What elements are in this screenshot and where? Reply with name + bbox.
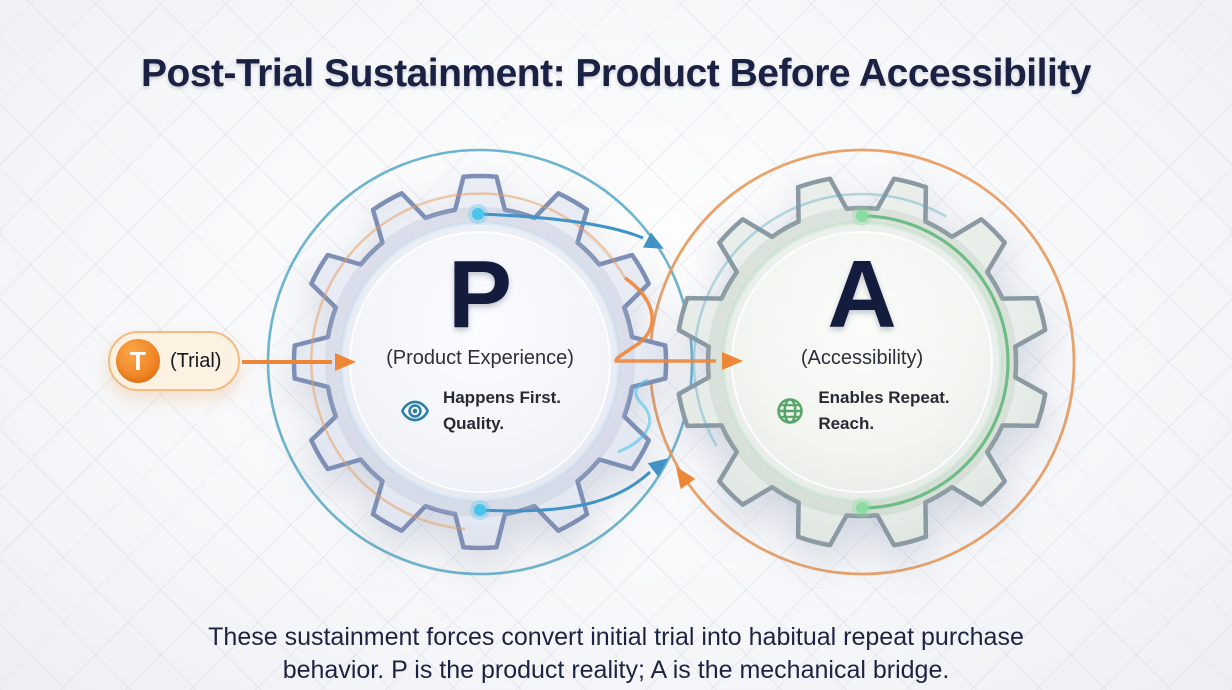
accessibility-inner-teal-arc [692, 192, 947, 447]
accessibility-bullet-line-2: Reach. [818, 414, 875, 434]
page-title: Post-Trial Sustainment: Product Before A… [141, 52, 1091, 95]
trial-arrowhead [335, 353, 356, 371]
product-bullet-line-1: Happens First. [442, 388, 562, 408]
product-blue-arc-bottom [479, 470, 652, 513]
product-bullet-text: Happens First. Quality. [443, 385, 561, 437]
product-bullets: Happens First. Quality. [330, 385, 630, 437]
accessibility-gear-content: A (Accessibility) Enables Repeat. Reach. [712, 241, 1012, 437]
product-gear [291, 173, 669, 551]
trial-badge: T (Trial) [108, 331, 240, 391]
green-dot-top [856, 210, 868, 222]
caption-line-1: These sustainment forces convert initial… [208, 623, 1024, 651]
accessibility-green-arc [861, 214, 1010, 510]
accessibility-name: (Accessibility) [800, 347, 924, 370]
accessibility-bullets: Enables Repeat. Reach. [712, 385, 1012, 437]
accessibility-bullet-text: Enables Repeat. Reach. [818, 385, 949, 437]
product-name: (Product Experience) [386, 347, 574, 370]
accessibility-letter: A [827, 241, 897, 348]
product-bullet-line-2: Quality. [442, 414, 505, 434]
product-gear-content: P (Product Experience) Happens First. Qu… [330, 241, 630, 437]
accessibility-bullet-line-1: Enables Repeat. [818, 388, 950, 408]
caption-line-2: behavior. P is the product reality; A is… [282, 656, 950, 684]
eye-icon [399, 395, 431, 427]
trial-label: (Trial) [170, 349, 222, 372]
blue-arrowhead-bottom [647, 458, 668, 477]
cyan-dot-bottom [474, 504, 486, 516]
orange-weave-curve [614, 276, 716, 363]
cyan-weave-curve [617, 378, 652, 454]
green-dot-bottom [856, 502, 868, 514]
globe-icon [774, 395, 806, 427]
caption: These sustainment forces convert initial… [0, 621, 1232, 687]
gear-link-arrowhead [722, 352, 743, 370]
product-letter: P [447, 241, 513, 348]
product-blue-arc-top [477, 212, 644, 240]
cyan-dot-top [472, 208, 484, 220]
trial-letter-badge: T [116, 339, 160, 383]
blue-arrowhead-top [643, 232, 664, 249]
orange-circle-arrowhead [675, 466, 696, 490]
product-inner-orange-arc [310, 192, 627, 531]
